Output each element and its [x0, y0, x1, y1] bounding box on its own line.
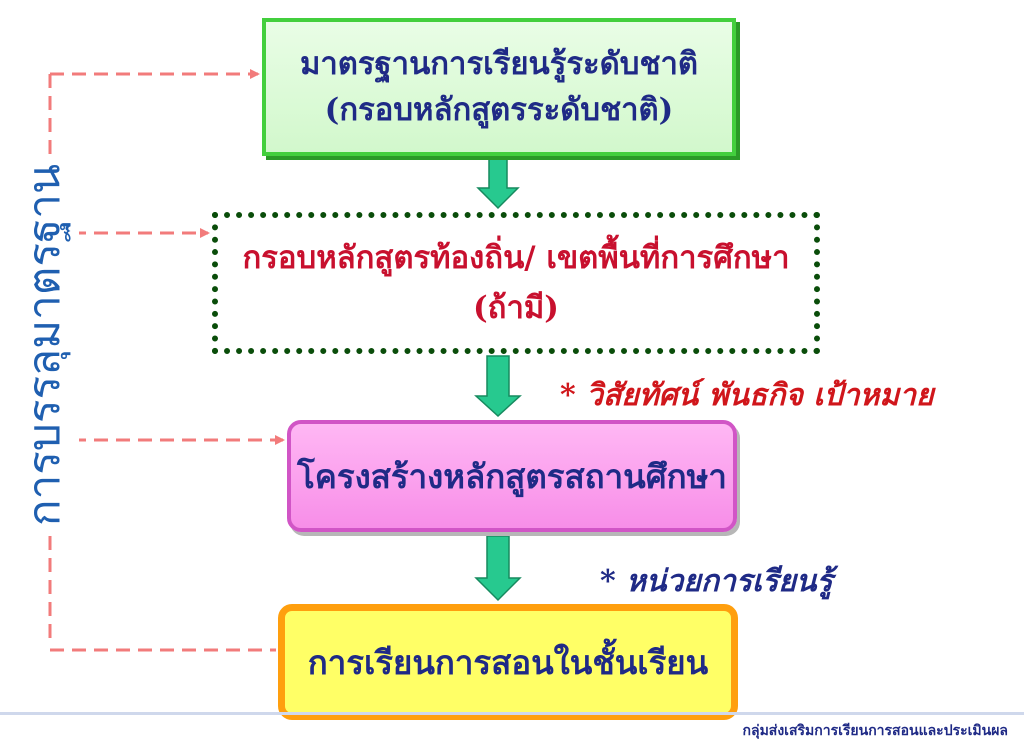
side-label-standard-achievement: การบรรลุมาตรฐาน	[9, 157, 79, 533]
school-curriculum-box: โครงสร้างหลักสูตรสถานศึกษา	[287, 420, 737, 532]
national-standard-title: มาตรฐานการเรียนรู้ระดับชาติ	[299, 46, 699, 82]
local-framework-box: กรอบหลักสูตรท้องถิ่น/ เขตพื้นที่การศึกษา…	[212, 212, 820, 354]
footer-organization: กลุ่มส่งเสริมการเรียนการสอนและประเมินผล	[742, 723, 1008, 739]
classroom-label: การเรียนการสอนในชั้นเรียน	[307, 642, 709, 682]
learning-units-note: * หน่วยการเรียนรู้	[600, 564, 833, 599]
local-framework-subtitle: (ถ้ามี)	[473, 290, 559, 326]
arrow-down-icon	[474, 535, 522, 602]
footer-divider	[0, 712, 1024, 715]
national-standard-box: มาตรฐานการเรียนรู้ระดับชาติ (กรอบหลักสูต…	[262, 18, 736, 156]
arrow-down-icon	[474, 355, 522, 418]
national-standard-subtitle: (กรอบหลักสูตรระดับชาติ)	[324, 92, 674, 128]
arrow-down-icon	[476, 151, 520, 210]
classroom-box: การเรียนการสอนในชั้นเรียน	[278, 604, 738, 720]
local-framework-title: กรอบหลักสูตรท้องถิ่น/ เขตพื้นที่การศึกษา	[242, 240, 790, 276]
vision-mission-note: * วิสัยทัศน์ พันธกิจ เป้าหมาย	[560, 378, 934, 413]
school-curriculum-label: โครงสร้างหลักสูตรสถานศึกษา	[297, 456, 727, 496]
